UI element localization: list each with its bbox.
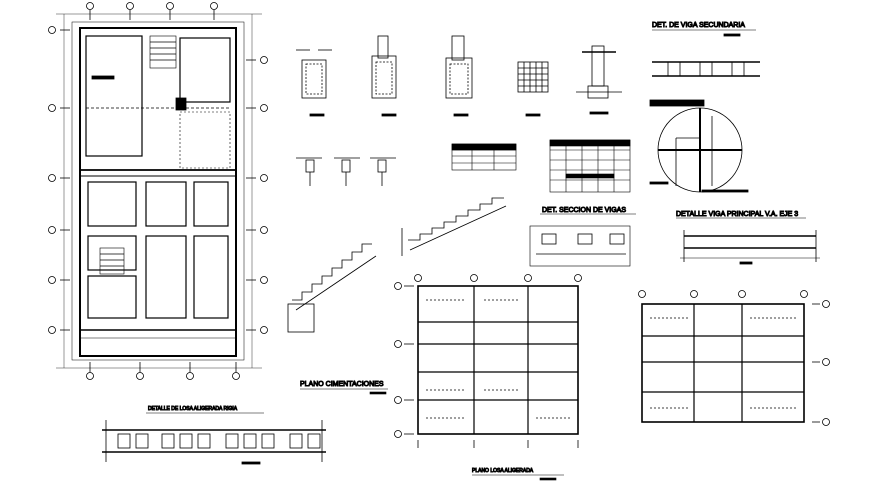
label-plano-losa: PLANO LOSA ALIGERADA [472, 468, 534, 474]
secondary-beam-detail [652, 29, 760, 77]
roof-slab-plan [638, 290, 830, 426]
grid-bubbles-left [48, 2, 268, 380]
schedule-table-2 [549, 139, 631, 193]
label-detalle-losa: DETALLE DE LOSA ALIGERADA RIGIA [148, 406, 238, 412]
label-viga-secundaria: DET. DE VIGA SECUNDARIA [652, 22, 745, 29]
footing-details [296, 35, 622, 117]
slab-section-detail [102, 420, 326, 465]
schedule-table-1 [451, 143, 517, 171]
foundation-plan [56, 10, 262, 372]
main-beam-detail [676, 217, 820, 265]
column-details [296, 157, 396, 186]
label-underlines [146, 388, 564, 481]
connection-detail [649, 99, 749, 193]
label-plano-cimentaciones: PLANO CIMENTACIONES [300, 381, 384, 388]
label-seccion-vigas: DET. SECCION DE VIGAS [542, 207, 626, 214]
slab-plan [394, 274, 582, 448]
beam-sections [529, 213, 636, 267]
label-viga-principal: DETALLE VIGA PRINCIPAL V.A. EJE 3 [676, 211, 798, 218]
stair-details [287, 197, 507, 333]
